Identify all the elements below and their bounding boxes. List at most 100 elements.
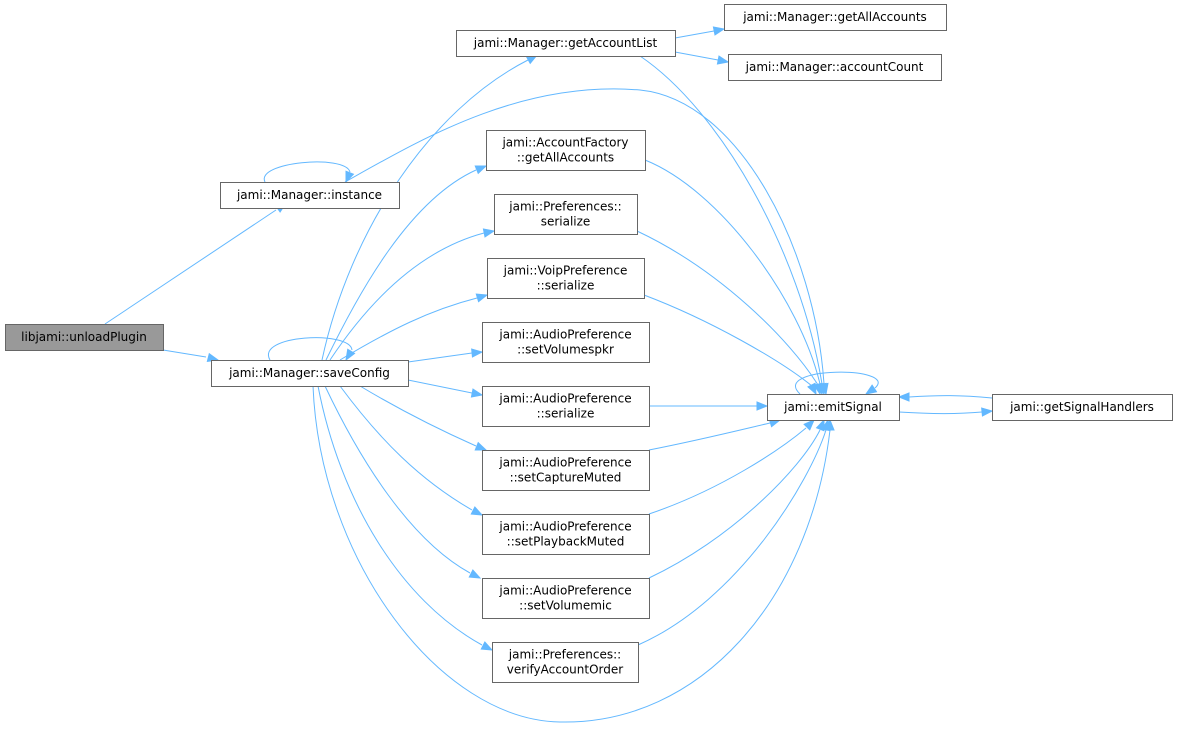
edge-line xyxy=(648,429,821,579)
node-label-line: jami::Manager::accountCount xyxy=(745,60,924,74)
node-unloadPlugin[interactable]: libjami::unloadPlugin xyxy=(5,324,164,351)
edge-line xyxy=(325,169,477,361)
edge-unloadPlugin-to-saveConfig xyxy=(162,349,220,363)
arrowhead-icon xyxy=(474,441,488,451)
edge-line xyxy=(263,161,351,183)
edge-saveConfig-to-audioSerialize xyxy=(407,379,484,398)
edge-line xyxy=(674,30,715,39)
node-verifyAccountOrder[interactable]: jami::Preferences::verifyAccountOrder xyxy=(492,642,639,683)
node-box[interactable] xyxy=(482,322,650,363)
edge-line xyxy=(908,395,993,399)
node-box[interactable] xyxy=(456,30,676,57)
edge-line xyxy=(339,385,473,511)
node-emitSignal[interactable]: jami::emitSignal xyxy=(767,394,900,421)
edge-getAccountList-to-mgrGetAllAccounts xyxy=(674,26,726,39)
node-box[interactable] xyxy=(992,394,1173,421)
edge-saveConfig-to-prefSerialize xyxy=(329,228,496,361)
node-box[interactable] xyxy=(494,194,638,235)
node-label-line: jami::getSignalHandlers xyxy=(1009,400,1154,414)
node-box[interactable] xyxy=(5,324,164,351)
node-box[interactable] xyxy=(724,4,947,31)
arrowhead-icon xyxy=(475,293,489,303)
node-label-line: jami::AudioPreference xyxy=(498,456,631,470)
edge-line xyxy=(329,232,485,361)
arrowhead-icon xyxy=(471,348,484,358)
edge-saveConfig-to-setPlaybackMuted xyxy=(339,385,484,516)
edge-line xyxy=(644,159,821,385)
edge-line xyxy=(162,349,207,358)
node-label-line: jami::AudioPreference xyxy=(498,584,631,598)
edge-getAccountList-to-emitSignal xyxy=(639,55,827,396)
node-getAccountList[interactable]: jami::Manager::getAccountList xyxy=(456,30,676,57)
node-label-line: ::serialize xyxy=(537,279,595,293)
edge-saveConfig-to-setVolumemic xyxy=(324,385,482,579)
edge-getAccountList-to-accountCount xyxy=(674,51,730,65)
node-voipSerialize[interactable]: jami::VoipPreference::serialize xyxy=(487,258,645,299)
node-setCaptureMuted[interactable]: jami::AudioPreference::setCaptureMuted xyxy=(482,450,650,491)
edge-line xyxy=(359,385,477,447)
node-box[interactable] xyxy=(482,578,650,619)
node-box[interactable] xyxy=(767,394,900,421)
node-setVolumespkr[interactable]: jami::AudioPreference::setVolumespkr xyxy=(482,322,650,363)
node-setVolumemic[interactable]: jami::AudioPreference::setVolumemic xyxy=(482,578,650,619)
node-label-line: libjami::unloadPlugin xyxy=(21,330,147,344)
node-label-line: jami::Preferences:: xyxy=(508,648,621,662)
node-instance[interactable]: jami::Manager::instance xyxy=(220,182,400,209)
node-box[interactable] xyxy=(211,360,409,387)
node-box[interactable] xyxy=(487,258,645,299)
node-prefSerialize[interactable]: jami::Preferences::serialize xyxy=(494,194,638,235)
node-afGetAllAccounts[interactable]: jami::AccountFactory::getAllAccounts xyxy=(486,130,646,171)
node-box[interactable] xyxy=(486,130,646,171)
arrowhead-icon xyxy=(803,419,815,431)
node-mgrGetAllAccounts[interactable]: jami::Manager::getAllAccounts xyxy=(724,4,947,31)
node-label-line: jami::AudioPreference xyxy=(498,392,631,406)
node-label-line: serialize xyxy=(541,215,591,229)
arrowhead-icon xyxy=(813,382,823,396)
edge-line xyxy=(339,297,478,361)
node-getSignalHandlers[interactable]: jami::getSignalHandlers xyxy=(992,394,1173,421)
edge-setPlaybackMuted-to-emitSignal xyxy=(648,419,815,515)
node-label-line: jami::Manager::saveConfig xyxy=(228,366,390,380)
edge-saveConfig-to-afGetAllAccounts xyxy=(325,165,488,361)
node-label-line: jami::AccountFactory xyxy=(501,136,628,150)
edge-line xyxy=(407,379,473,394)
node-audioSerialize[interactable]: jami::AudioPreference::serialize xyxy=(482,386,650,427)
edge-setVolumemic-to-emitSignal xyxy=(648,418,825,579)
node-accountCount[interactable]: jami::Manager::accountCount xyxy=(728,54,942,81)
edge-setCaptureMuted-to-emitSignal xyxy=(648,418,782,451)
edges-layer xyxy=(104,26,994,723)
arrowhead-icon xyxy=(480,641,494,651)
node-label-line: ::getAllAccounts xyxy=(517,151,614,165)
node-box[interactable] xyxy=(492,642,639,683)
edge-saveConfig-to-voipSerialize xyxy=(339,293,489,361)
edge-line xyxy=(267,337,353,361)
arrowhead-icon xyxy=(981,407,994,417)
node-box[interactable] xyxy=(220,182,400,209)
arrowhead-icon xyxy=(470,388,484,398)
edge-line xyxy=(344,88,825,385)
edge-emitSignal-to-getSignalHandlers xyxy=(898,407,994,417)
edge-line xyxy=(104,209,277,325)
node-label-line: jami::AudioPreference xyxy=(498,328,631,342)
node-label-line: ::setVolumemic xyxy=(519,599,612,613)
node-label-line: jami::Manager::getAccountList xyxy=(473,36,658,50)
edge-getSignalHandlers-to-emitSignal xyxy=(897,392,993,402)
edge-line xyxy=(795,371,879,395)
edge-voipSerialize-to-emitSignal xyxy=(643,294,817,396)
arrowhead-icon xyxy=(345,348,356,362)
edge-saveConfig-to-saveConfig xyxy=(267,337,356,362)
node-box[interactable] xyxy=(482,514,650,555)
node-label-line: ::setCaptureMuted xyxy=(510,471,622,485)
node-box[interactable] xyxy=(482,450,650,491)
edge-line xyxy=(407,352,473,363)
edge-emitSignal-to-emitSignal xyxy=(795,371,879,395)
node-saveConfig[interactable]: jami::Manager::saveConfig xyxy=(211,360,409,387)
edge-line xyxy=(639,55,823,385)
edge-line xyxy=(636,230,819,386)
node-setPlaybackMuted[interactable]: jami::AudioPreference::setPlaybackMuted xyxy=(482,514,650,555)
node-box[interactable] xyxy=(482,386,650,427)
arrowhead-icon xyxy=(468,569,482,579)
edge-line xyxy=(637,429,827,646)
node-box[interactable] xyxy=(728,54,942,81)
